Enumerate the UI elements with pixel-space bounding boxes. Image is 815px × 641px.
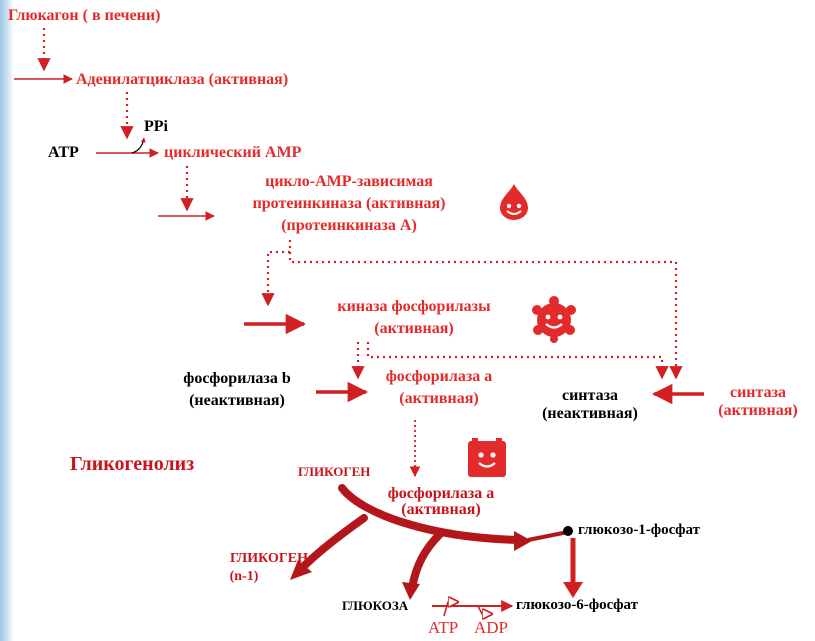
synthase-active-line2: (активная) [718, 402, 798, 419]
glucose-label: ГЛЮКОЗА [342, 598, 409, 613]
arrow-glycogen-to-g1p [338, 484, 524, 544]
glycogen-n1-line1: ГЛИКОГЕН [230, 551, 308, 566]
glucose-6-phosphate-label: глюкозо-6-фосфат [516, 597, 638, 613]
arrow-g1p-tail [527, 530, 569, 542]
synthase-inactive-line2: (неактивная) [542, 405, 638, 422]
adp-label-bottom: ADP [474, 618, 509, 637]
phos-b-label-line1: фосфорилаза b [183, 370, 291, 387]
phos-a2-label-line2: (активная) [401, 501, 481, 518]
arrow-head-g6p [563, 582, 583, 598]
smiling-gear-icon [532, 296, 576, 343]
glycogen-label: ГЛИКОГЕН [298, 464, 371, 479]
glycogenolysis-title: Гликогенолиз [70, 453, 195, 475]
smiling-drop-icon [500, 184, 528, 220]
atp-label-bottom: ATP [428, 618, 459, 637]
synthase-active-line1: синтаза [729, 384, 787, 401]
arrow-atp-in [443, 602, 458, 617]
phos-a2-label-line1: фосфорилаза a [387, 485, 495, 502]
arrow-head-glucose [402, 582, 420, 600]
phos-a-label-line2: (активная) [399, 390, 479, 407]
pka-label-line3: (протеинкиназа A) [281, 217, 417, 234]
glucose-1-phosphate-label: глюкозо-1-фосфат [578, 522, 700, 538]
arrow-phk-to-synthase [366, 342, 669, 380]
atp-label-top: ATP [48, 144, 79, 161]
ppi-label: PPi [144, 118, 168, 135]
synthase-inactive-line1: синтаза [561, 387, 619, 404]
arrow-ppi-release [131, 137, 146, 154]
pka-label-line2: протеинкиназа (активная) [252, 195, 446, 212]
glycogen-n1-line2: (n-1) [229, 569, 259, 584]
left-edge-gradient [0, 0, 14, 641]
adenylate-cyclase-label: Аденилатциклаза (активная) [76, 71, 289, 88]
phos-a-label-line1: фосфорилаза a [385, 368, 493, 385]
arrow-pka-to-phk [261, 240, 292, 307]
g1p-node [563, 526, 573, 536]
smiling-block-icon [468, 438, 506, 477]
arrow-to-glucose [408, 530, 444, 592]
phos-b-label-line2: (неактивная) [189, 392, 285, 409]
arrow-head-g1p [514, 531, 532, 551]
phk-label-line2: (активная) [374, 320, 454, 337]
arrow-adp-out [477, 605, 492, 614]
phk-label-line1: киназа фосфорилазы [337, 298, 491, 315]
arrow-to-glycogen-n1 [298, 514, 368, 572]
pka-label-line1: цикло-AMP-зависимая [265, 173, 433, 190]
arrow-head-glycogen-n1 [290, 560, 312, 580]
glucagon-label: Глюкагон ( в печени) [8, 7, 161, 24]
camp-label: циклический AMP [164, 144, 302, 161]
